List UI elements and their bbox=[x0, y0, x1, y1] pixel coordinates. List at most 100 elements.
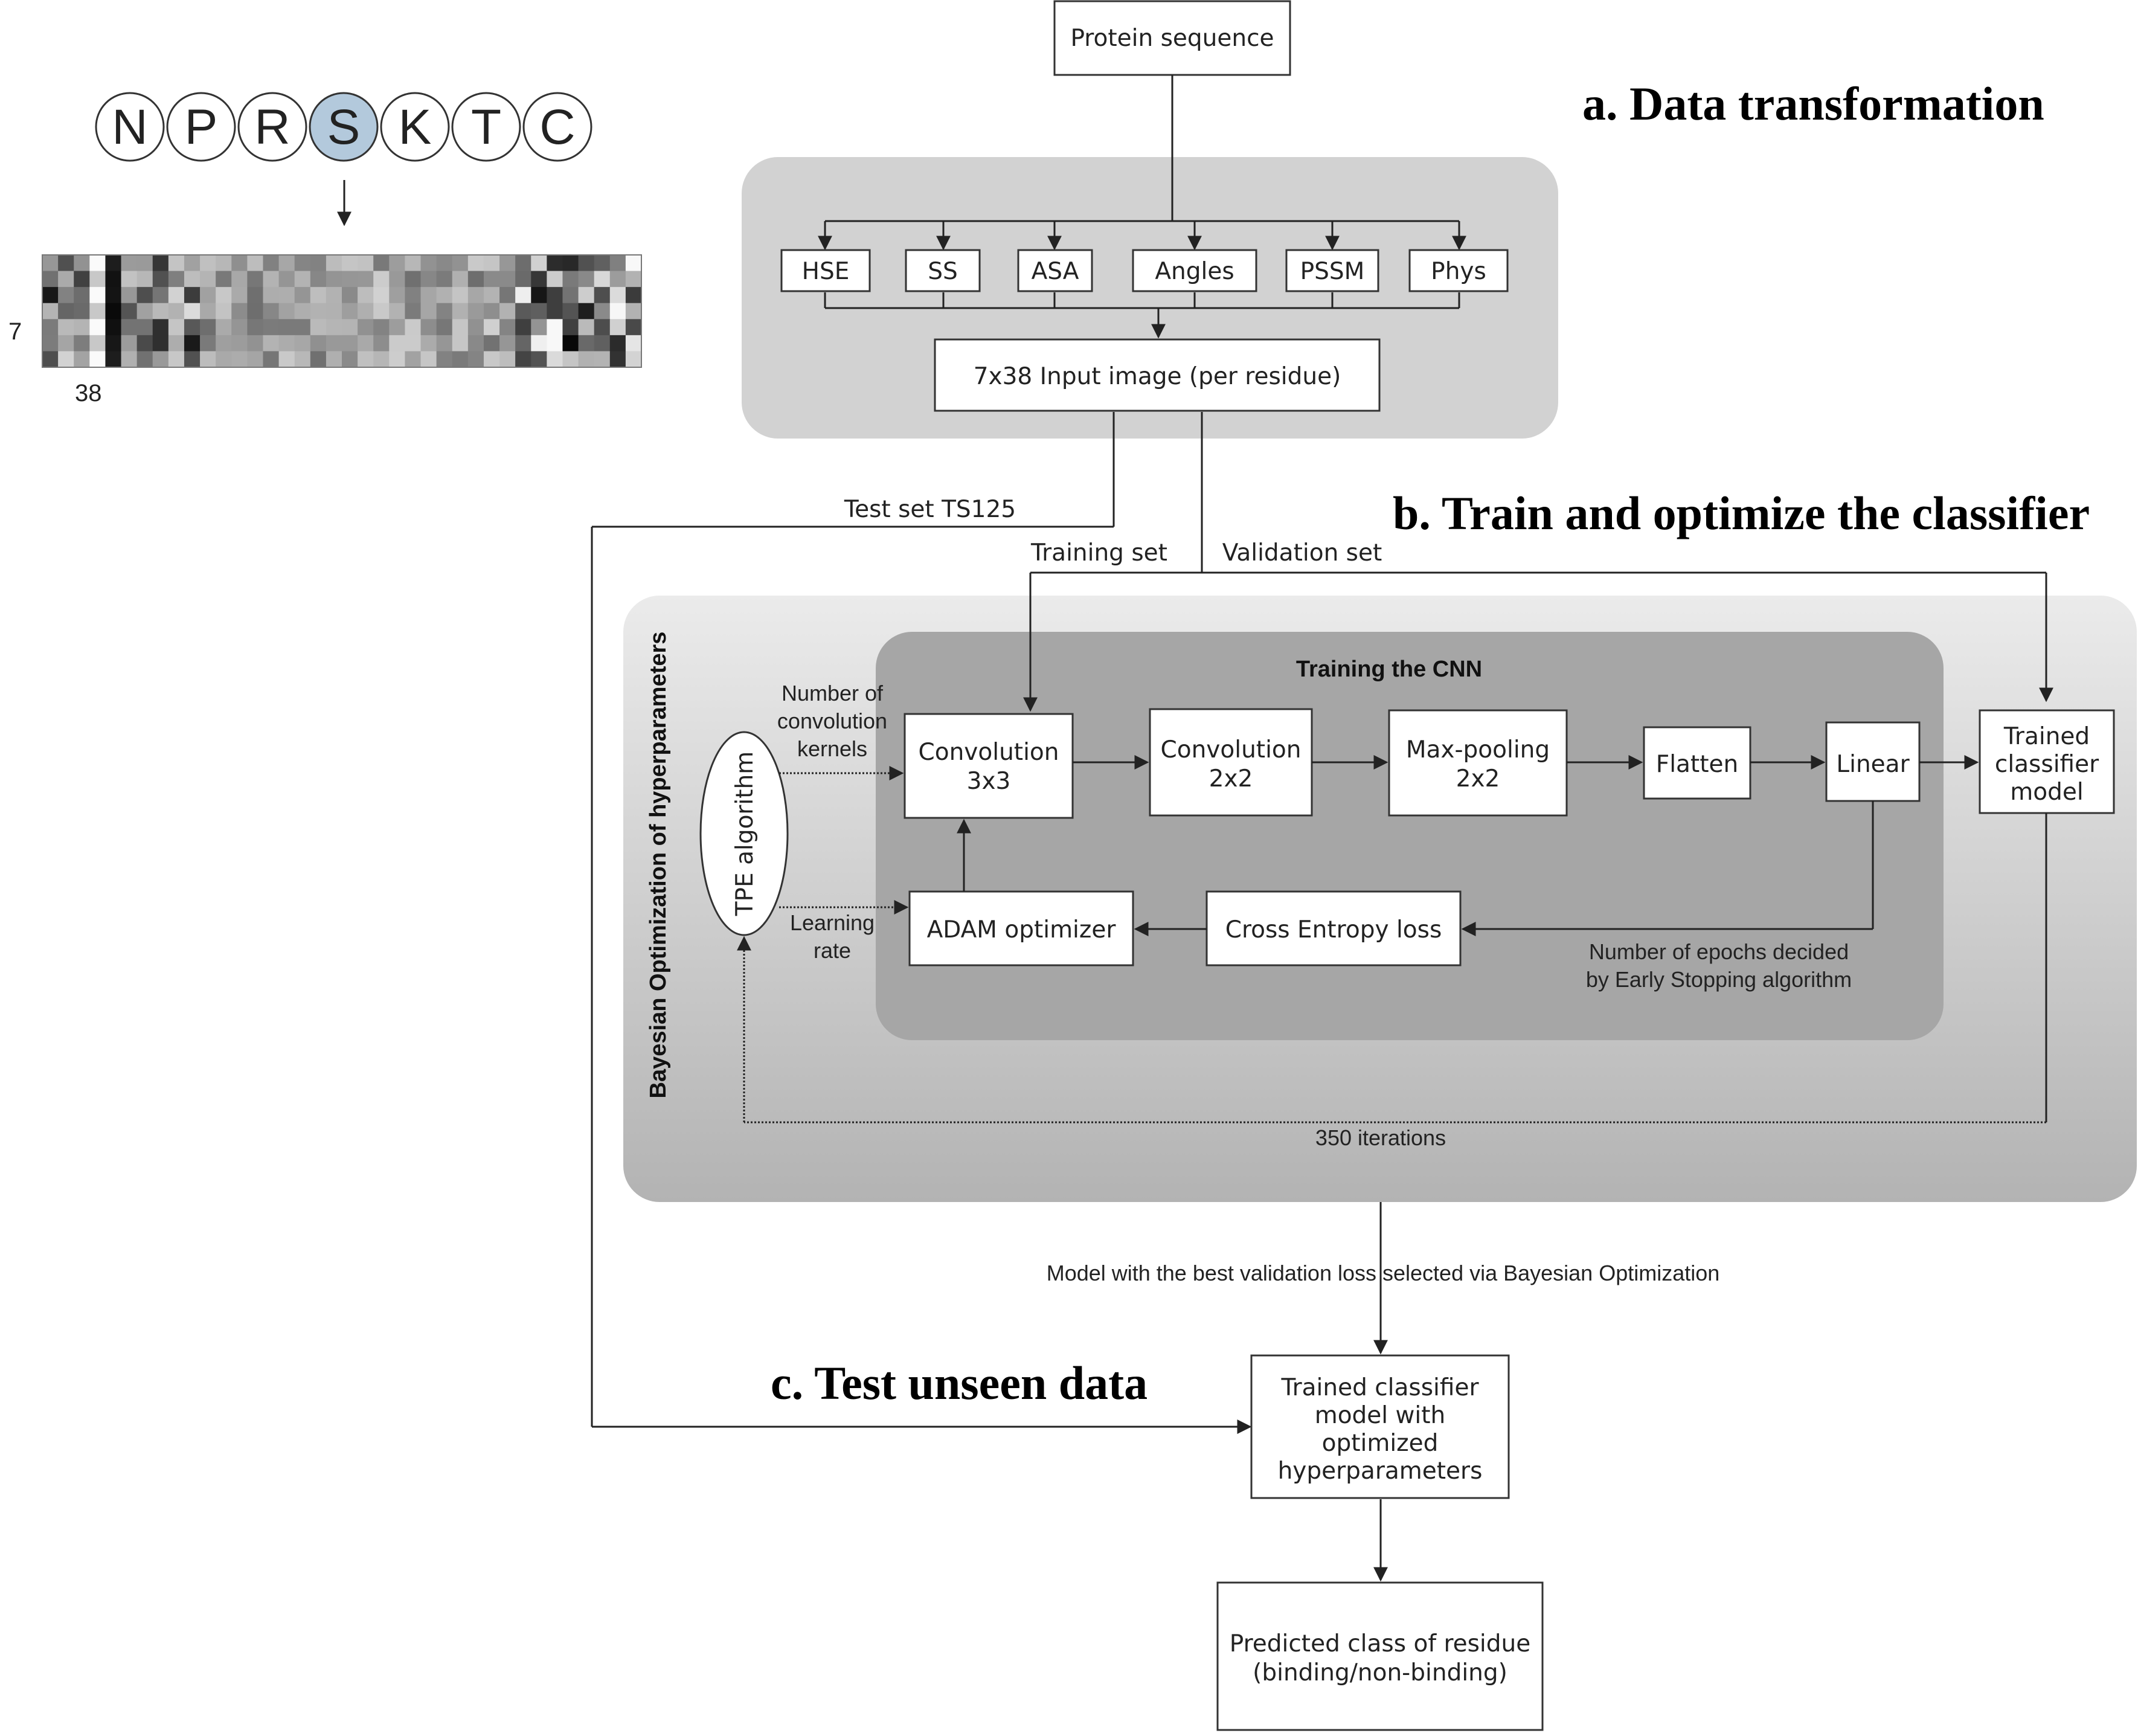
feature-image-cell bbox=[467, 287, 484, 304]
feature-image-cell bbox=[483, 271, 500, 288]
feature-image-cell bbox=[547, 271, 563, 288]
feature-image-cell bbox=[531, 255, 547, 272]
feature-image-cell bbox=[184, 287, 201, 304]
feature-image-cell bbox=[389, 303, 406, 320]
epochs-line1: Number of epochs decided bbox=[1589, 939, 1849, 964]
feature-image-cell bbox=[373, 287, 390, 304]
feature-image-cell bbox=[168, 303, 185, 320]
feature-image-cell bbox=[89, 255, 106, 272]
feature-image-cell bbox=[625, 287, 642, 304]
feature-image-cell bbox=[547, 335, 563, 352]
pssm-box bbox=[1285, 249, 1379, 292]
feature-image-cell bbox=[420, 351, 437, 368]
feature-image-cell bbox=[436, 335, 453, 352]
feature-image-cell bbox=[609, 271, 626, 288]
feature-image-cell bbox=[342, 303, 358, 320]
feature-image-cell bbox=[342, 351, 358, 368]
feature-image-cell bbox=[499, 287, 516, 304]
feature-image-cell bbox=[136, 351, 153, 368]
trained-classifier-box bbox=[1979, 709, 2115, 814]
feature-image-cell bbox=[200, 287, 216, 304]
feature-image-cell bbox=[168, 287, 185, 304]
feature-image-cell bbox=[200, 335, 216, 352]
feature-image-cell bbox=[231, 287, 248, 304]
feature-image-cell bbox=[515, 303, 531, 320]
phys-label: Phys bbox=[1431, 258, 1486, 285]
feature-image-cell bbox=[405, 255, 422, 272]
feature-image-cell bbox=[578, 351, 595, 368]
convolution-2x2-line2: 2x2 bbox=[1209, 765, 1253, 792]
adam-optimizer-box bbox=[908, 890, 1134, 966]
feature-image-cell bbox=[562, 351, 579, 368]
bayesian-vertical-label: Bayesian Optimization of hyperparameters bbox=[646, 632, 671, 1099]
feature-image-cell bbox=[294, 271, 311, 288]
feature-image-cell bbox=[310, 319, 327, 336]
feature-image-cell bbox=[467, 335, 484, 352]
feature-image-cell bbox=[342, 319, 358, 336]
feature-image-cell bbox=[263, 287, 280, 304]
feature-image-cell bbox=[294, 351, 311, 368]
feature-image-cell bbox=[405, 271, 422, 288]
training-set-label: Training set bbox=[1030, 539, 1167, 567]
feature-image-cell bbox=[74, 351, 90, 368]
feature-image-cell bbox=[436, 319, 453, 336]
learning-rate-line2: rate bbox=[814, 938, 851, 963]
feature-image-cell bbox=[436, 287, 453, 304]
residue-letter: C bbox=[539, 100, 575, 155]
feature-image-cell bbox=[152, 351, 169, 368]
feature-image-cell bbox=[436, 271, 453, 288]
feature-image-cell bbox=[247, 271, 264, 288]
feature-image-cell bbox=[562, 303, 579, 320]
feature-image-cell bbox=[200, 319, 216, 336]
feature-image-cell bbox=[562, 335, 579, 352]
feature-image-cell bbox=[358, 351, 374, 368]
feature-image-cell bbox=[42, 287, 59, 304]
feature-image-cell bbox=[294, 287, 311, 304]
feature-image-cell bbox=[499, 351, 516, 368]
feature-image-cell bbox=[216, 271, 232, 288]
feature-image-cell bbox=[578, 255, 595, 272]
test-set-label: Test set TS125 bbox=[844, 496, 1016, 523]
feature-image-cell bbox=[105, 351, 122, 368]
feature-image-cell bbox=[326, 255, 342, 272]
feature-image-cell bbox=[452, 335, 469, 352]
feature-image-cell bbox=[578, 303, 595, 320]
feature-image-cell bbox=[405, 351, 422, 368]
feature-image-cell bbox=[483, 287, 500, 304]
feature-image-cell bbox=[58, 271, 74, 288]
feature-image-cell bbox=[310, 287, 327, 304]
feature-image-cell bbox=[420, 335, 437, 352]
feature-image-cell bbox=[326, 271, 342, 288]
feature-image-cell bbox=[578, 319, 595, 336]
feature-image-cell bbox=[342, 335, 358, 352]
feature-image-cell bbox=[515, 287, 531, 304]
feature-image-cell bbox=[121, 255, 138, 272]
feature-image-cell bbox=[389, 287, 406, 304]
feature-image-cell bbox=[200, 271, 216, 288]
feature-image-cell bbox=[326, 287, 342, 304]
feature-image-cell bbox=[609, 255, 626, 272]
feature-image-cell bbox=[200, 351, 216, 368]
feature-image-cell bbox=[231, 255, 248, 272]
residue-circle bbox=[166, 92, 236, 162]
final-model-line1: Trained classifier bbox=[1281, 1374, 1480, 1401]
epochs-line2: by Early Stopping algorithm bbox=[1586, 967, 1852, 992]
feature-image-cell bbox=[184, 319, 201, 336]
residue-circle bbox=[237, 92, 307, 162]
ss-label: SS bbox=[928, 258, 958, 285]
num-kernels-line1: Number of bbox=[782, 681, 884, 706]
feature-image-cell bbox=[121, 319, 138, 336]
feature-image-cell bbox=[294, 255, 311, 272]
feature-image-cell bbox=[467, 303, 484, 320]
feature-image-cell bbox=[452, 255, 469, 272]
feature-image-cell bbox=[625, 303, 642, 320]
feature-image-cell bbox=[168, 255, 185, 272]
feature-image-cell bbox=[247, 287, 264, 304]
feature-image-cell bbox=[152, 287, 169, 304]
feature-image-cell bbox=[89, 287, 106, 304]
prediction-box bbox=[1216, 1581, 1544, 1731]
feature-image-cell bbox=[625, 271, 642, 288]
residue-circle bbox=[522, 92, 592, 162]
feature-image-cell bbox=[373, 351, 390, 368]
